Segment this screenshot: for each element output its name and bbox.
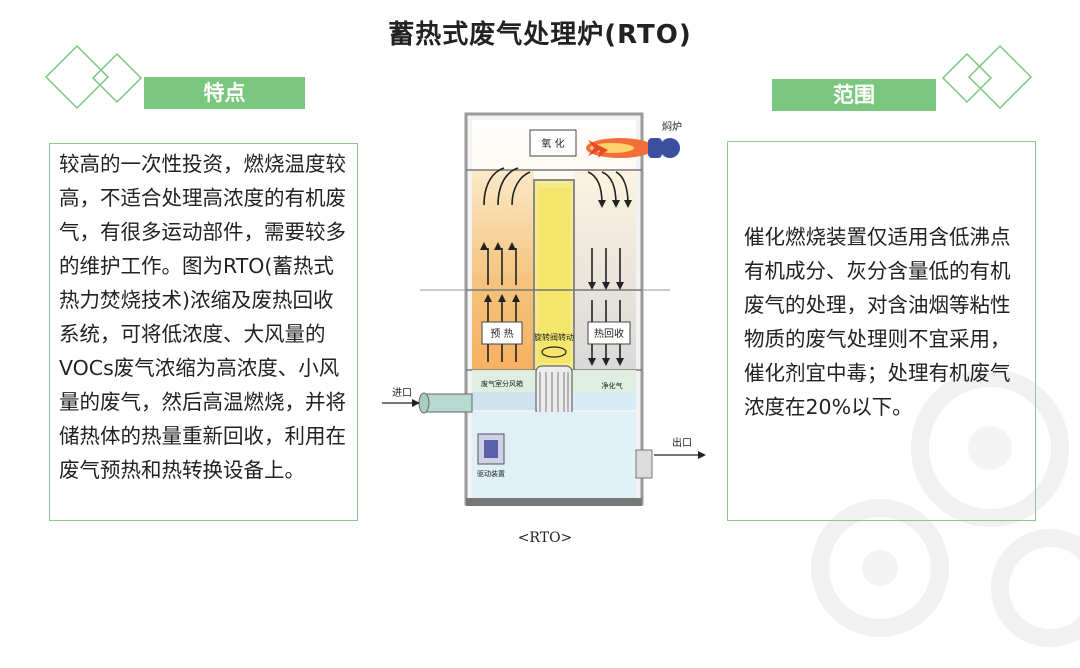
motor-icon — [477, 433, 505, 465]
heat-recovery-label: 热回收 — [594, 327, 624, 340]
right-diamond-decoration — [941, 44, 1033, 110]
rto-diagram: 氧 化 焖炉 — [382, 112, 706, 506]
scope-text: 催化燃烧装置仅适用含低沸点有机成分、灰分含量低的有机废气的处理，对含油烟等粘性物… — [744, 225, 1011, 419]
burner-flame-icon — [586, 138, 680, 158]
motor-label: 驱动装置 — [477, 469, 505, 478]
features-tag: 特点 — [144, 77, 305, 109]
scope-tag: 范围 — [772, 79, 936, 111]
features-text-box: 较高的一次性投资，燃烧温度较高，不适合处理高浓度的有机废气，有很多运动部件，需要… — [49, 143, 358, 521]
burner-label: 焖炉 — [662, 121, 682, 133]
oxidation-label: 氧 化 — [541, 137, 564, 150]
inlet-label: 进口 — [392, 387, 412, 399]
outlet-chamber-label: 净化气 — [602, 381, 623, 390]
left-diamond-decoration — [44, 44, 143, 110]
outlet-label: 出口 — [672, 436, 692, 449]
features-text: 较高的一次性投资，燃烧温度较高，不适合处理高浓度的有机废气，有很多运动部件，需要… — [59, 152, 346, 482]
rotor-drive-label: 旋转阀转动 — [534, 332, 574, 342]
scope-text-box: 催化燃烧装置仅适用含低沸点有机成分、灰分含量低的有机废气的处理，对含油烟等粘性物… — [727, 141, 1036, 521]
preheat-label: 预 热 — [490, 327, 513, 340]
diagram-caption: <RTO> — [517, 530, 573, 546]
inlet-chamber-label: 废气室分风箱 — [481, 379, 523, 388]
page-title: 蓄热式废气处理炉(RTO) — [388, 20, 692, 50]
